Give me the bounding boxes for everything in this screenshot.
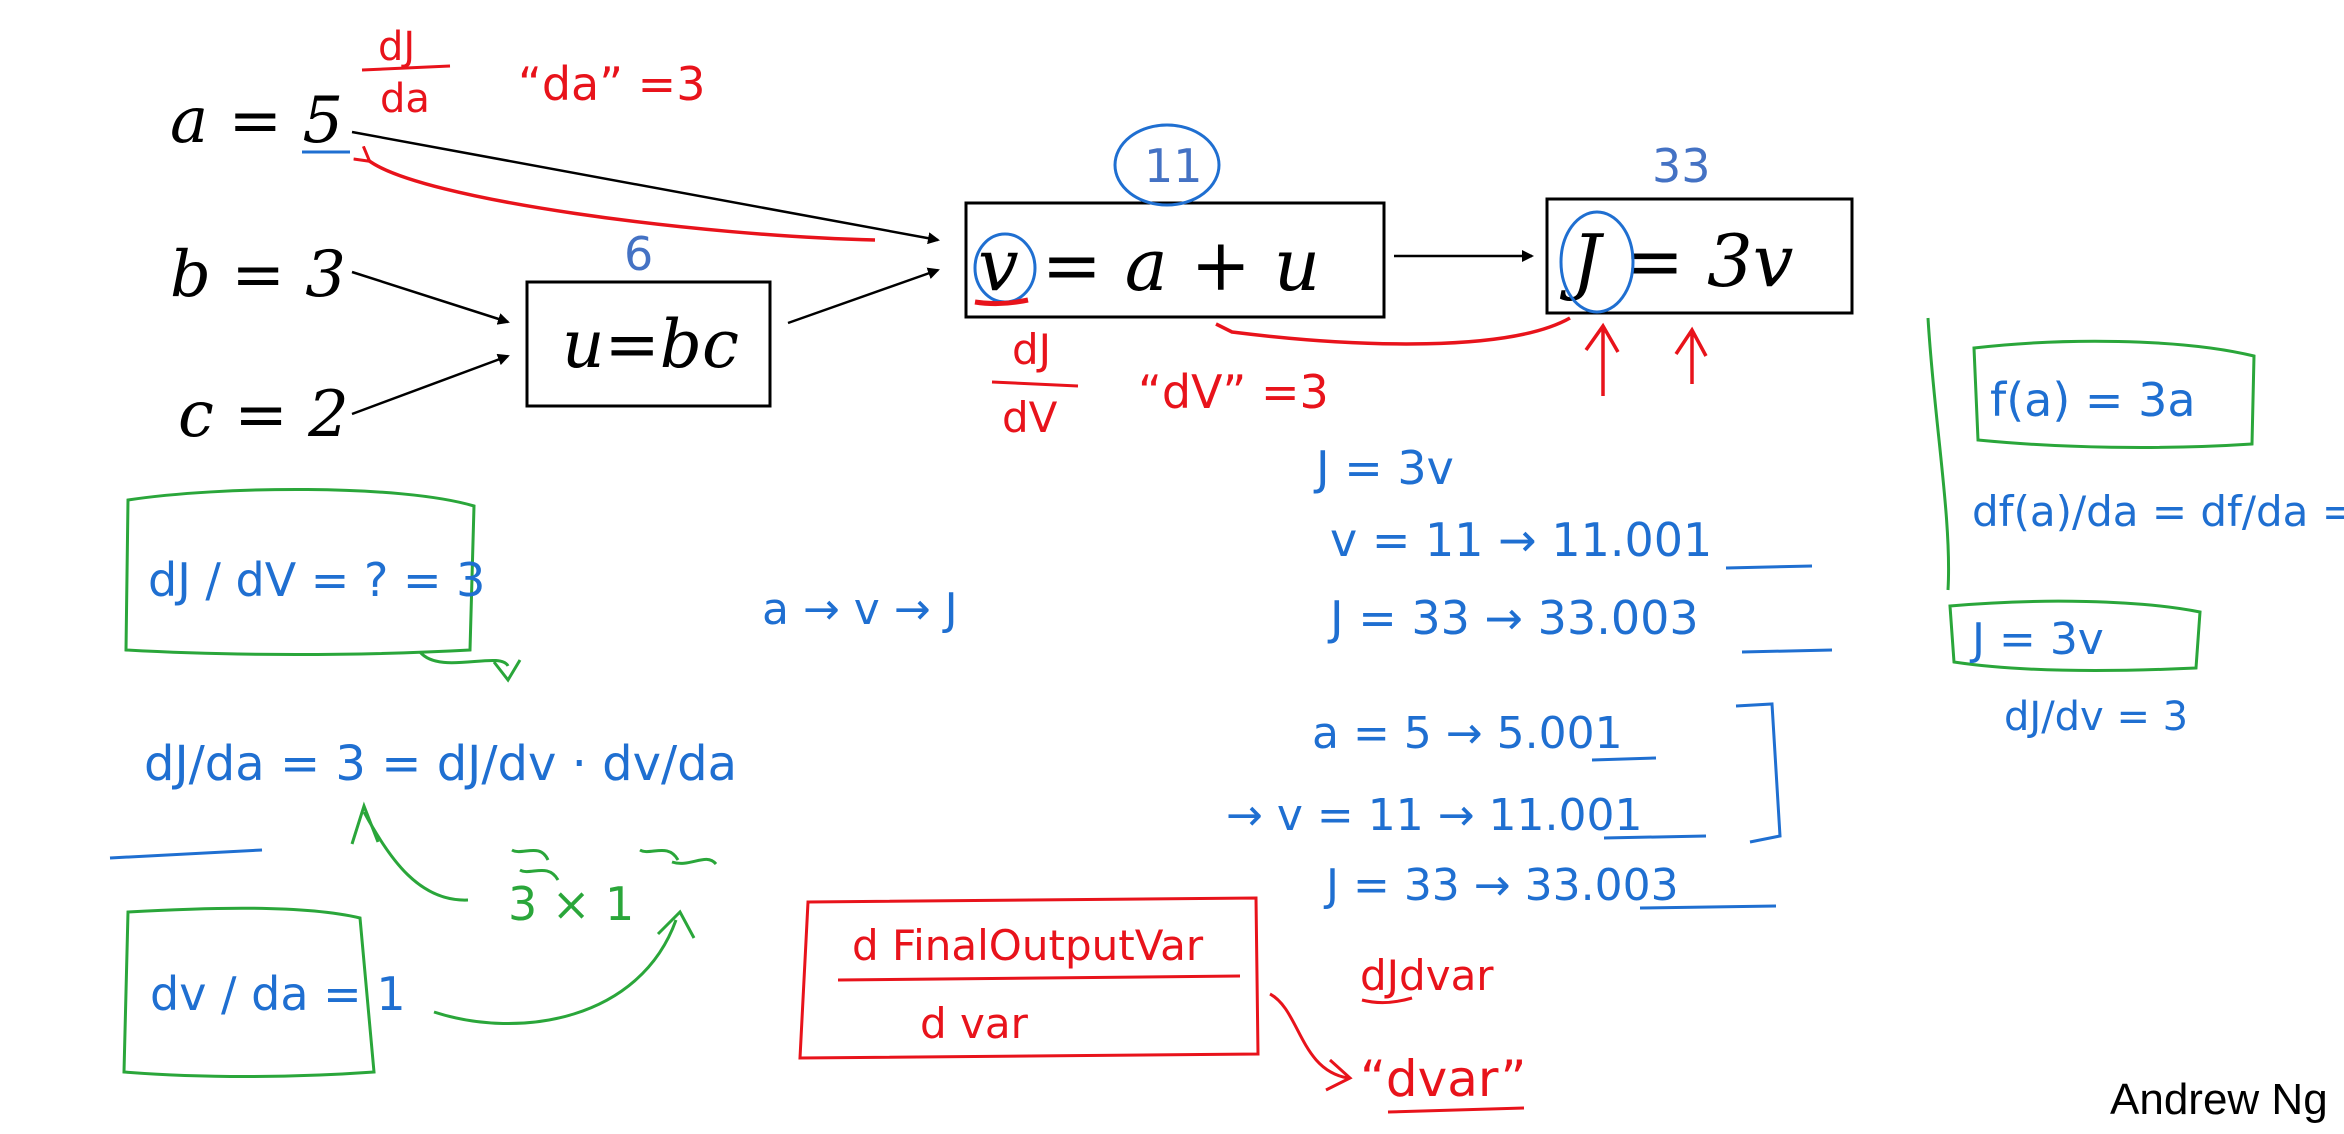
blue-a2-underline xyxy=(1591,756,1657,762)
blue-v-line: v = 11 → 11.001 xyxy=(1330,513,1712,567)
node-v-box xyxy=(964,201,1386,319)
red-backprop-arrow-v-to-a xyxy=(368,160,876,242)
equation-a: a = 5 xyxy=(170,84,343,158)
edge-c-to-u xyxy=(351,353,510,416)
green-caret-da xyxy=(639,848,718,866)
blue-j-eq: J = 3v xyxy=(1313,441,1454,495)
blue-j2-line: J = 33 → 33.003 xyxy=(1323,860,1679,911)
blue-v2-underline xyxy=(1603,834,1707,840)
red-backprop-arrow-j-to-v xyxy=(1215,316,1571,346)
edge-u-to-v xyxy=(787,267,940,325)
blue-bracket xyxy=(1735,702,1782,844)
green-box-dj-dv-text: dJ / dV = ? = 3 xyxy=(148,553,485,607)
node-v-value: 11 xyxy=(1144,139,1203,193)
blue-chain-a-v-j: a → v → J xyxy=(762,584,958,635)
blue-chain-rule-underline xyxy=(109,848,263,860)
edge-b-to-u xyxy=(351,270,510,325)
node-j-label: J = 3v xyxy=(1559,219,1793,303)
green-box-dv-da-text: dv / da = 1 xyxy=(150,967,406,1021)
red-final-bar xyxy=(837,974,1241,982)
var-j-circle xyxy=(1559,210,1635,314)
blue-a2-line: a = 5 → 5.001 xyxy=(1312,708,1623,759)
blue-chain-rule: dJ/da = 3 = dJ/dv · dv/da xyxy=(144,736,737,792)
node-u-label: u=bc xyxy=(562,306,739,383)
green-box-dv-da xyxy=(122,906,376,1078)
green-times: 3 × 1 xyxy=(508,877,634,931)
green-box-f xyxy=(1972,339,2256,449)
red-dj-da-den: da xyxy=(380,76,430,122)
equation-c: c = 2 xyxy=(178,378,349,452)
red-dj-dv-num: dJ xyxy=(1012,325,1051,374)
node-u-value: 6 xyxy=(624,227,653,281)
node-v-label: v = a + u xyxy=(978,223,1320,307)
green-side-line xyxy=(1926,317,1951,591)
blue-j-underline xyxy=(1741,648,1833,654)
equation-b: b = 3 xyxy=(170,238,346,312)
red-dvar-underline xyxy=(1387,1106,1525,1114)
green-caret-dv xyxy=(511,848,560,881)
node-v-value-circle xyxy=(1113,123,1221,207)
red-dj-da-num: dJ xyxy=(378,24,415,70)
red-dj-dv-bar xyxy=(991,380,1079,388)
node-j-value: 33 xyxy=(1652,139,1711,193)
red-dv-label: “dV” =3 xyxy=(1138,365,1329,419)
red-dvar-label: “dvar” xyxy=(1360,1050,1526,1108)
red-arrow-up-j-2 xyxy=(1674,326,1708,384)
blue-dj-dv3: dJ/dv = 3 xyxy=(2004,694,2188,740)
red-final-num: d FinalOutputVar xyxy=(852,921,1204,970)
red-dj-dv-den: dV xyxy=(1002,393,1058,442)
red-da-label: “da” =3 xyxy=(518,57,705,111)
blue-v2-line: → v = 11 → 11.001 xyxy=(1226,790,1643,841)
red-final-den: d var xyxy=(920,999,1029,1048)
red-arrow-to-dvar xyxy=(1269,992,1353,1092)
edge-a-to-v xyxy=(351,130,940,245)
blue-j3v-text: J = 3v xyxy=(1969,614,2104,665)
green-box-j3v xyxy=(1948,599,2202,672)
green-arrow-curve-1 xyxy=(433,909,696,1026)
red-djdvar-underline xyxy=(1361,996,1413,1005)
blue-f-box-text: f(a) = 3a xyxy=(1990,373,2196,427)
green-box-dj-dv xyxy=(124,487,476,656)
blue-j-line: J = 33 → 33.003 xyxy=(1327,591,1699,645)
red-djdvar: dJdvar xyxy=(1360,951,1494,1000)
blue-df-line: df(a)/da = df/da = 3 xyxy=(1972,487,2344,536)
red-final-box xyxy=(798,896,1260,1060)
var-v-underline xyxy=(974,297,1029,307)
author-credit: Andrew Ng xyxy=(2110,1075,2328,1124)
green-arrow-down xyxy=(418,650,522,683)
blue-v-underline xyxy=(1725,564,1813,570)
green-arrow-curve-3 xyxy=(362,811,469,902)
blue-j2-underline xyxy=(1639,904,1777,910)
node-u-box xyxy=(525,280,772,408)
red-dj-da-bar xyxy=(361,64,451,72)
node-j-box xyxy=(1545,197,1854,315)
red-arrow-up-j-1 xyxy=(1584,322,1620,396)
